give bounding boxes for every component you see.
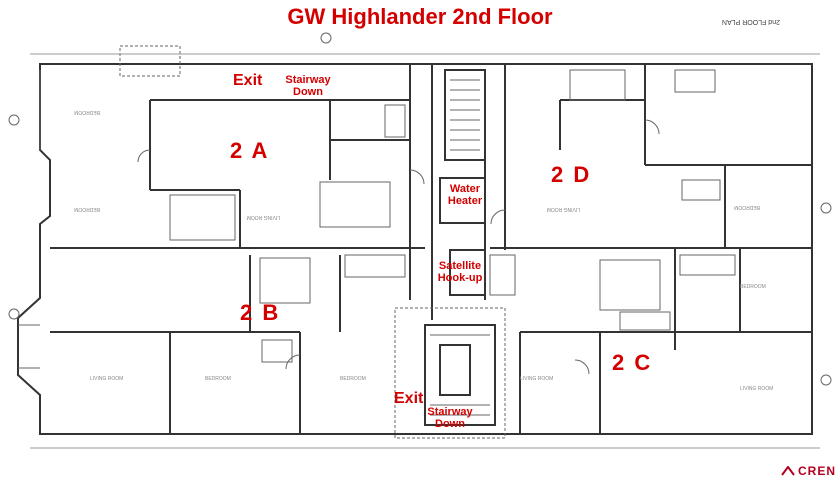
svg-text:BEDROOM: BEDROOM (740, 284, 766, 290)
unit-2b-label: 2 B (240, 300, 281, 325)
svg-text:BEDROOM: BEDROOM (340, 376, 366, 382)
plan-note: 2nd FLOOR PLAN (722, 18, 780, 25)
cren-logo: CREN (781, 464, 836, 478)
satellite-label: Satellite Hook-up (430, 260, 490, 284)
unit-2a-label: 2 A (230, 138, 270, 163)
cren-logo-mark-icon (781, 466, 795, 476)
stairway-bottom-label: Stairway Down (420, 406, 480, 430)
stairway-top-line2: Down (293, 86, 323, 98)
svg-text:LIVING ROOM: LIVING ROOM (547, 206, 580, 212)
cren-logo-text: CREN (797, 464, 836, 478)
water-heater-line2: Heater (447, 195, 483, 207)
satellite-line2: Hook-up (437, 272, 483, 284)
svg-text:LIVING ROOM: LIVING ROOM (740, 386, 773, 392)
svg-text:BEDROOM: BEDROOM (205, 376, 231, 382)
svg-text:BEDROOM: BEDROOM (734, 204, 760, 210)
stairway-bottom-line1: Stairway (427, 406, 473, 418)
water-heater-label: Water Heater (440, 183, 490, 207)
svg-text:LIVING ROOM: LIVING ROOM (90, 376, 123, 382)
exit-bottom-label: Exit (394, 390, 424, 407)
stairway-top-label: Stairway Down (278, 74, 338, 98)
water-heater-line1: Water (449, 183, 481, 195)
stairway-bottom-line2: Down (435, 418, 465, 430)
svg-text:BEDROOM: BEDROOM (74, 109, 100, 115)
unit-2d-label: 2 D (551, 162, 592, 187)
svg-text:LIVING ROOM: LIVING ROOM (247, 214, 280, 220)
exit-top-label: Exit (233, 72, 263, 89)
unit-2c-label: 2 C (612, 350, 653, 375)
outer-wall (17, 63, 813, 435)
plan-title: GW Highlander 2nd Floor (287, 4, 553, 29)
stairway-top-line1: Stairway (285, 74, 331, 86)
satellite-line1: Satellite (438, 260, 482, 272)
svg-text:BEDROOM: BEDROOM (74, 206, 100, 212)
svg-text:LIVING ROOM: LIVING ROOM (520, 376, 553, 382)
